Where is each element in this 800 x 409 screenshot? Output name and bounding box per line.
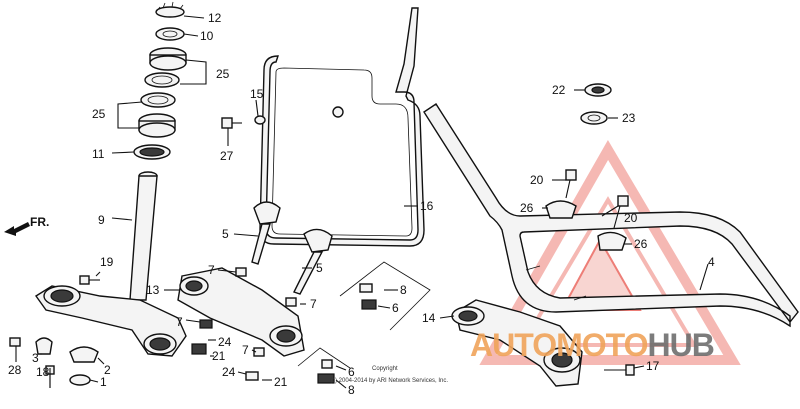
callout-28: 28 bbox=[8, 363, 22, 377]
callout-14: 14 bbox=[422, 311, 436, 325]
callout-21: 21 bbox=[212, 349, 226, 363]
leader-lines bbox=[15, 15, 709, 389]
callout-5: 5 bbox=[316, 261, 323, 275]
callout-20: 20 bbox=[624, 211, 638, 225]
callout-25: 25 bbox=[216, 67, 230, 81]
callout-25: 25 bbox=[92, 107, 106, 121]
number-plate bbox=[221, 7, 425, 247]
callout-6: 6 bbox=[392, 301, 399, 315]
callout-11: 11 bbox=[92, 147, 105, 161]
svg-text:AUTOMOTOHUB: AUTOMOTOHUB bbox=[470, 327, 714, 363]
callout-7: 7 bbox=[310, 297, 317, 311]
copyright-notice: Copyright (c) 2004-2014 by ARI Network S… bbox=[330, 366, 448, 384]
callout-labels: 12 10 25 25 11 9 15 27 16 22 23 20 26 20… bbox=[8, 11, 715, 397]
callout-2: 2 bbox=[104, 363, 111, 377]
callout-17: 17 bbox=[646, 359, 660, 373]
callout-12: 12 bbox=[208, 11, 222, 25]
callout-1: 1 bbox=[100, 375, 107, 389]
callout-18: 18 bbox=[36, 365, 50, 379]
callout-6: 6 bbox=[348, 365, 355, 379]
callout-9: 9 bbox=[98, 213, 105, 227]
callout-22: 22 bbox=[552, 83, 566, 97]
lower-bridge-right bbox=[451, 299, 635, 387]
handlebar-clamps bbox=[545, 83, 629, 251]
callout-24: 24 bbox=[218, 335, 232, 349]
callout-10: 10 bbox=[200, 29, 214, 43]
front-direction-arrow: FR. bbox=[4, 215, 49, 236]
direction-label: FR. bbox=[30, 215, 49, 229]
top-bridge bbox=[177, 201, 333, 381]
callout-13: 13 bbox=[146, 283, 160, 297]
callout-24: 24 bbox=[222, 365, 236, 379]
handlebar bbox=[423, 103, 799, 328]
watermark-text: AUTOMOTOHUB bbox=[470, 327, 715, 363]
callout-26: 26 bbox=[634, 237, 648, 251]
svg-text:Copyright: Copyright bbox=[372, 366, 398, 372]
callout-5: 5 bbox=[222, 227, 229, 241]
callout-27: 27 bbox=[220, 149, 234, 163]
watermark-logo bbox=[479, 140, 741, 365]
callout-4: 4 bbox=[708, 255, 715, 269]
callout-7: 7 bbox=[242, 343, 249, 357]
callout-20: 20 bbox=[530, 173, 544, 187]
callout-8: 8 bbox=[348, 383, 355, 397]
callout-21: 21 bbox=[274, 375, 288, 389]
callout-7: 7 bbox=[208, 263, 215, 277]
callout-16: 16 bbox=[420, 199, 434, 213]
callout-8: 8 bbox=[400, 283, 407, 297]
watermark-brand-2: HUB bbox=[647, 327, 713, 363]
detail-boxes bbox=[297, 261, 431, 384]
callout-19: 19 bbox=[100, 255, 114, 269]
watermark-brand-1: AUTOMOTO bbox=[470, 327, 648, 363]
callout-7: 7 bbox=[176, 315, 183, 329]
callout-26: 26 bbox=[520, 201, 534, 215]
callout-23: 23 bbox=[622, 111, 636, 125]
steering-stem-group bbox=[9, 1, 187, 388]
svg-text:(c) 2004-2014 by ARI Network S: (c) 2004-2014 by ARI Network Services, I… bbox=[330, 378, 448, 384]
callout-15: 15 bbox=[250, 87, 264, 101]
callout-3: 3 bbox=[32, 351, 39, 365]
